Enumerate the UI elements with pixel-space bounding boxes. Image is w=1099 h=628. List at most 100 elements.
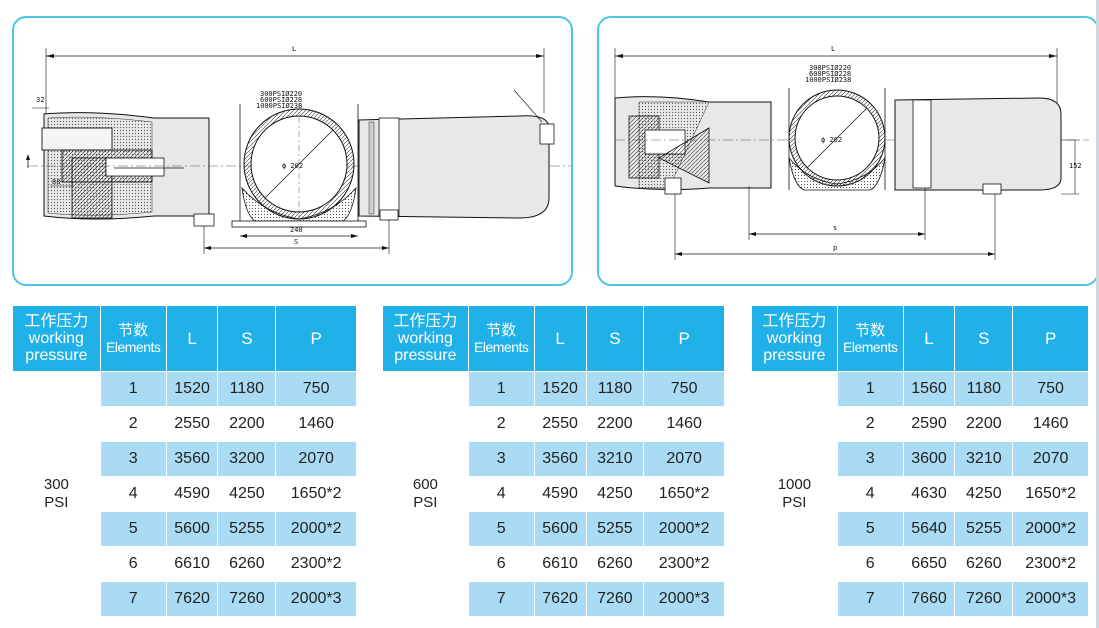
cell-elements: 3: [836, 441, 904, 477]
cell-elements: 4: [836, 476, 904, 512]
table-row: 300 PSI 1 1520 1180 750: [12, 371, 357, 617]
cell-L: 7660: [902, 581, 956, 617]
cell-L: 5600: [165, 511, 219, 547]
cell-elements: 1: [99, 371, 167, 407]
cell-elements: 3: [99, 441, 167, 477]
cell-L: 3560: [165, 441, 219, 477]
cell-S: 6260: [585, 546, 645, 582]
cell-S: 4250: [217, 476, 277, 512]
table-row: 5 5640 5255 2000*2: [752, 511, 1089, 547]
table-row: 2 2550 2200 1460: [383, 406, 725, 442]
table-row: 3 3560 3200 2070: [13, 441, 357, 477]
cell-S: 7260: [585, 581, 645, 617]
header-elements-en: Elements: [474, 338, 529, 355]
cell-S: 3200: [217, 441, 277, 477]
cell-P: 2000*2: [275, 511, 357, 547]
header-working-pressure: 工作压力 working pressure: [751, 305, 838, 372]
cell-P: 750: [643, 371, 725, 407]
cell-elements: 1: [467, 371, 535, 407]
cell-L: 2590: [902, 406, 956, 442]
cell-L: 3560: [533, 441, 587, 477]
dim-s-label: s: [833, 224, 837, 232]
psi-value: 600: [412, 476, 438, 493]
cell-P: 2000*2: [1012, 511, 1089, 547]
dim-32-label: 32: [36, 96, 44, 104]
right-dim-L-label: L: [831, 45, 835, 53]
cell-elements: 6: [836, 546, 904, 582]
table-row: 5 5600 5255 2000*2: [13, 511, 357, 547]
header-elements-cn: 节数: [118, 321, 149, 339]
right-diameter-label: ϕ 202: [821, 136, 842, 144]
dim-L-line: [45, 48, 545, 118]
cell-P: 1650*2: [643, 476, 725, 512]
header-pressure-en1: working: [28, 330, 84, 347]
header-pressure-cn: 工作压力: [393, 313, 458, 330]
header-pressure-en2: pressure: [763, 347, 826, 364]
cell-S: 1180: [217, 371, 277, 407]
right-spec-1000: 1000PSIØ238: [805, 76, 851, 84]
header-elements: 节数 Elements: [467, 305, 535, 372]
psi-cell: 300 PSI: [12, 371, 101, 617]
table-header-row: 工作压力 working pressure 节数 Elements L S P: [12, 305, 357, 372]
cell-L: 4590: [533, 476, 587, 512]
header-pressure-en1: working: [766, 330, 822, 347]
table-row: 3 3600 3210 2070: [752, 441, 1089, 477]
cell-S: 3210: [585, 441, 645, 477]
spec-table-300psi: 工作压力 working pressure 节数 Elements L S P …: [12, 305, 357, 617]
cell-P: 2070: [275, 441, 357, 477]
cell-P: 2000*3: [643, 581, 725, 617]
cell-L: 6610: [165, 546, 219, 582]
cell-elements: 7: [99, 581, 167, 617]
spec-1000: 1000PSIØ238: [256, 102, 302, 110]
cell-P: 750: [1012, 371, 1089, 407]
cell-S: 7260: [954, 581, 1014, 617]
pipe-cross-section: [231, 103, 367, 228]
cell-elements: 1: [836, 371, 904, 407]
dim-152-label: 152: [1069, 162, 1082, 170]
cell-elements: 4: [99, 476, 167, 512]
header-S: S: [217, 305, 277, 372]
cell-P: 2000*3: [275, 581, 357, 617]
cell-P: 1460: [1012, 406, 1089, 442]
cell-L: 1520: [533, 371, 587, 407]
right-drawing-panel: L 300PSIØ220 600PSIØ228 1000PSIØ238 ϕ 20…: [597, 16, 1099, 286]
cell-S: 5255: [954, 511, 1014, 547]
dim-240-label: 240: [290, 226, 303, 234]
header-P: P: [643, 305, 725, 372]
cell-elements: 3: [467, 441, 535, 477]
psi-value: 1000: [777, 476, 812, 493]
cell-P: 2000*2: [643, 511, 725, 547]
cell-P: 2070: [643, 441, 725, 477]
header-pressure-en2: pressure: [394, 347, 457, 364]
header-elements-cn: 节数: [855, 321, 886, 339]
cell-S: 4250: [585, 476, 645, 512]
header-elements: 节数 Elements: [836, 305, 904, 372]
table-row: 4 4630 4250 1650*2: [752, 476, 1089, 512]
cell-P: 750: [275, 371, 357, 407]
left-spec-lines: 300PSIØ220 600PSIØ228 1000PSIØ238: [256, 90, 302, 110]
dim-L-label: L: [292, 45, 296, 53]
cell-elements: 5: [99, 511, 167, 547]
header-elements: 节数 Elements: [99, 305, 167, 372]
spec-600: 600PSIØ228: [260, 96, 302, 104]
header-working-pressure: 工作压力 working pressure: [12, 305, 101, 372]
header-pressure-cn: 工作压力: [762, 313, 827, 330]
cell-S: 1180: [954, 371, 1014, 407]
table-row: 3 3560 3210 2070: [383, 441, 725, 477]
header-pressure-en2: pressure: [25, 347, 88, 364]
cell-P: 1460: [275, 406, 357, 442]
table-header-row: 工作压力 working pressure 节数 Elements L S P: [751, 305, 1089, 372]
psi-value: 300: [43, 476, 69, 493]
cell-P: 1650*2: [1012, 476, 1089, 512]
cell-S: 2200: [217, 406, 277, 442]
cell-elements: 2: [467, 406, 535, 442]
spec-table-600psi: 工作压力 working pressure 节数 Elements L S P …: [382, 305, 725, 617]
table-row: 6 6650 6260 2300*2: [752, 546, 1089, 582]
cell-L: 7620: [533, 581, 587, 617]
cell-elements: 6: [467, 546, 535, 582]
left-drawing-panel: L 32 88 ϕ 202 300PSIØ: [12, 16, 573, 286]
dim-S-label: S: [294, 238, 298, 246]
header-S: S: [954, 305, 1014, 372]
header-elements-en: Elements: [843, 338, 898, 355]
cell-elements: 6: [99, 546, 167, 582]
